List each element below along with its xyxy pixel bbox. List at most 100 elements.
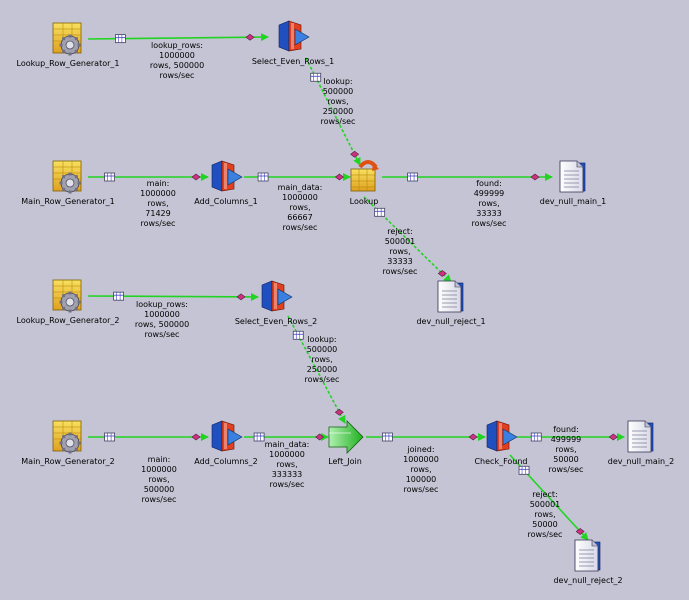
node-dnm2[interactable]: dev_null_main_2 (608, 420, 674, 466)
node-label: dev_null_reject_1 (416, 317, 485, 326)
node-lrg2[interactable]: Lookup_Row_Generator_2 (17, 279, 120, 325)
node-lrg1[interactable]: Lookup_Row_Generator_1 (17, 22, 120, 68)
link-stats-line: found: (476, 179, 502, 188)
node-dnr1[interactable]: dev_null_reject_1 (416, 280, 486, 326)
node-ser1[interactable]: Select_Even_Rows_1 (252, 20, 334, 66)
document-icon[interactable] (627, 420, 654, 453)
link-stats-line: reject: (387, 227, 412, 236)
link-stats-line: rows/sec (549, 465, 584, 474)
node-dnm1[interactable]: dev_null_main_1 (540, 160, 606, 206)
join-arrow-icon[interactable] (328, 420, 364, 454)
link-stats-line: rows/sec (145, 330, 180, 339)
document-icon[interactable] (559, 160, 586, 193)
link-stats-line: lookup_rows: (136, 300, 188, 309)
row-generator-icon[interactable] (52, 279, 82, 313)
filter-icon[interactable] (278, 20, 310, 52)
link-stats-line: rows/sec (404, 485, 439, 494)
flow-meter-icon (236, 293, 246, 301)
link-stats-line: rows/sec (160, 71, 195, 80)
node-label: Check_Found (474, 457, 527, 466)
node-label: Select_Even_Rows_2 (235, 317, 317, 326)
node-lj[interactable]: Left_Join (328, 420, 364, 466)
node-dnr2[interactable]: dev_null_reject_2 (553, 539, 623, 585)
link-stats-line: joined: (406, 445, 434, 454)
filter-icon[interactable] (211, 160, 243, 192)
row-generator-icon[interactable] (52, 22, 82, 56)
node-label: Add_Columns_2 (194, 457, 257, 466)
filter-icon[interactable] (211, 420, 243, 452)
row-generator-icon[interactable] (52, 420, 82, 454)
port-buffer-icon (382, 432, 393, 442)
link-stats-line: 33333 (476, 209, 501, 218)
link-stats-line: rows, 500000 (135, 320, 189, 329)
row-generator-icon[interactable] (52, 160, 82, 194)
link-stats-line: rows/sec (270, 480, 305, 489)
node-label: Lookup_Row_Generator_1 (17, 59, 120, 68)
link-stats-line: 333333 (272, 470, 303, 479)
node-ser2[interactable]: Select_Even_Rows_2 (235, 280, 317, 326)
link-stats-line: rows, (478, 199, 499, 208)
link-stats-line: rows, (327, 97, 348, 106)
link-stats-line: rows, (148, 475, 169, 484)
node-lookup[interactable]: Lookup (350, 160, 379, 206)
flow-meter-icon (334, 408, 344, 416)
link-stats-line: main_data: (278, 183, 323, 192)
port-buffer-icon (292, 330, 304, 340)
node-ac1[interactable]: Add_Columns_1 (194, 160, 258, 206)
link-stats-line: 250000 (307, 365, 338, 374)
document-icon[interactable] (437, 280, 464, 313)
port-buffer-icon (407, 172, 419, 182)
filter-icon[interactable] (261, 280, 293, 312)
filter-icon[interactable] (486, 420, 518, 452)
link-stats-line: rows/sec (472, 219, 507, 228)
node-ac2[interactable]: Add_Columns_2 (194, 420, 258, 466)
lookup-icon[interactable] (350, 160, 379, 192)
node-label: Main_Row_Generator_1 (21, 197, 114, 206)
flow-meter-icon (530, 173, 540, 181)
port-buffer-icon (310, 72, 322, 82)
document-icon[interactable] (574, 539, 601, 572)
node-label: dev_null_reject_2 (553, 576, 622, 585)
link-stats-line: rows, (555, 445, 576, 454)
link-stats-line: 500000 (144, 485, 175, 494)
link-stats-line: 66667 (287, 213, 312, 222)
flow-meter-icon (315, 433, 325, 441)
link-stats-line: 499999 (474, 189, 505, 198)
link-stats-line: rows, (289, 203, 310, 212)
node-cf[interactable]: Check_Found (474, 420, 528, 466)
port-buffer-icon (257, 172, 269, 182)
link-stats-line: lookup: (307, 335, 336, 344)
link-line[interactable] (87, 33, 269, 42)
node-mrg2[interactable]: Main_Row_Generator_2 (21, 420, 115, 466)
node-mrg1[interactable]: Main_Row_Generator_1 (21, 160, 115, 206)
node-label: Add_Columns_1 (194, 197, 257, 206)
link-stats-line: rows, (311, 355, 332, 364)
link-stats-line: 71429 (145, 209, 170, 218)
port-buffer-icon (253, 432, 265, 442)
flow-meter-icon (468, 433, 478, 441)
link-stats-line: 1000000 (403, 455, 439, 464)
link-stats-line: 1000000 (269, 450, 305, 459)
nodes-layer: Lookup_Row_Generator_1 Select_Even_Rows_1… (17, 20, 674, 585)
